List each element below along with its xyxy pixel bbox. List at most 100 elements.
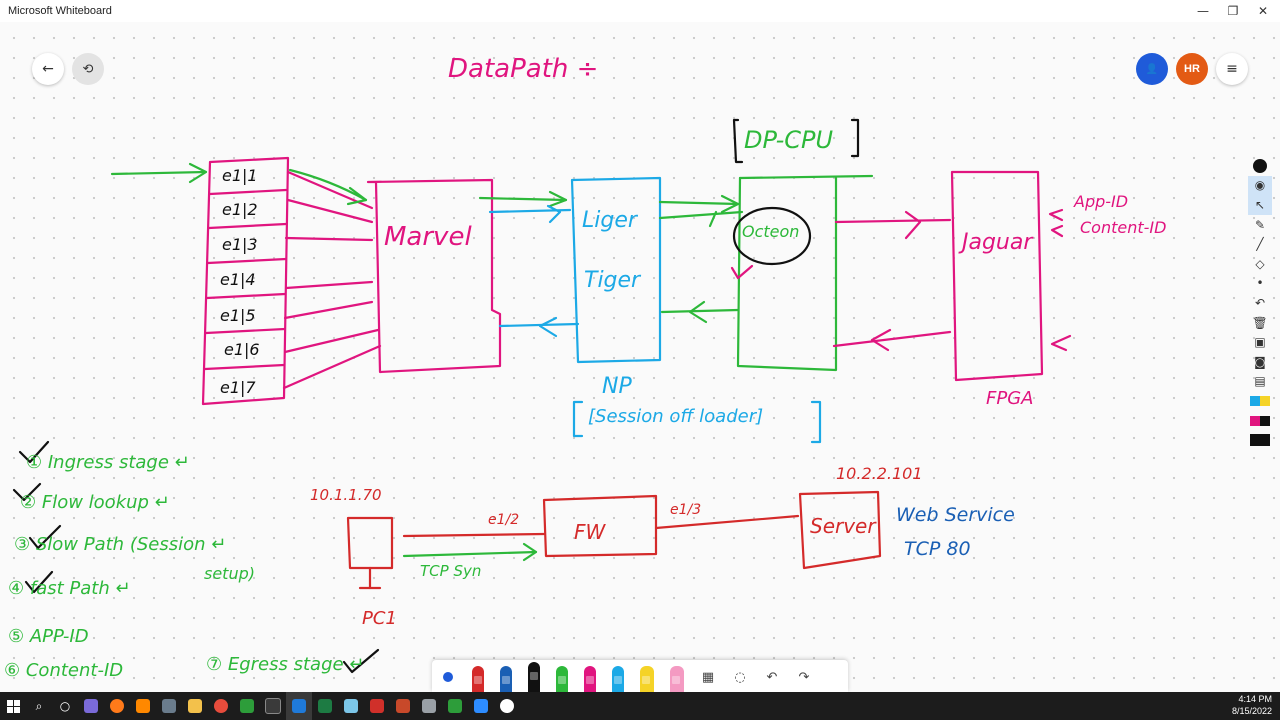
zoom-icon[interactable] xyxy=(468,692,494,720)
pink-pen-icon[interactable] xyxy=(584,666,596,692)
step-item: setup) xyxy=(204,564,255,583)
arrow-left-icon: ← xyxy=(42,61,54,77)
ink-layer xyxy=(12,118,1072,674)
whiteboard-icon: ⟲ xyxy=(82,61,94,77)
chrome-icon[interactable] xyxy=(208,692,234,720)
app-icon[interactable] xyxy=(156,692,182,720)
cyan-pen-icon[interactable] xyxy=(612,666,624,692)
whiteboard-canvas[interactable] xyxy=(0,22,1280,692)
board-title: DataPath ÷ xyxy=(448,54,599,84)
black-pen-icon[interactable] xyxy=(528,662,540,692)
color-black-icon[interactable] xyxy=(1248,411,1272,431)
window-title: Microsoft Whiteboard xyxy=(8,5,112,17)
session-offloader-label: [Session off loader] xyxy=(588,406,764,427)
acrobat-icon[interactable] xyxy=(364,692,390,720)
inking-toolbar: ▦ ◌ ↶ ↷ xyxy=(432,660,848,692)
person-icon: 👤 xyxy=(1145,63,1159,75)
pin-icon[interactable] xyxy=(1248,156,1272,176)
port-label: e1|4 xyxy=(220,270,256,289)
port-label: e1|7 xyxy=(220,378,256,397)
step-item: ⑥ Content-ID xyxy=(4,660,124,681)
pc-label: PC1 xyxy=(362,608,397,629)
stamp-icon[interactable]: ▣ xyxy=(1254,335,1266,350)
undo-icon[interactable]: ↶ xyxy=(1254,295,1266,310)
eraser-icon[interactable]: ◇ xyxy=(1255,256,1265,271)
web-service-label: Web Service xyxy=(896,504,1015,526)
invite-button[interactable]: 👤 xyxy=(1136,53,1168,85)
step-item: ① Ingress stage ↵ xyxy=(26,452,190,473)
pc-ip-label: 10.1.1.70 xyxy=(310,486,382,504)
ruler-icon[interactable]: ✎ xyxy=(1254,217,1266,232)
content-id-note: Content-ID xyxy=(1080,218,1167,237)
lasso-icon[interactable]: ◌ xyxy=(734,669,746,685)
excel-icon[interactable] xyxy=(312,692,338,720)
e1-2-label: e1/2 xyxy=(488,512,520,528)
settings-menu-button[interactable]: ≡ xyxy=(1216,53,1248,85)
powerpoint-icon[interactable] xyxy=(390,692,416,720)
app-icon[interactable] xyxy=(494,692,520,720)
ruler-icon[interactable]: ▦ xyxy=(701,669,715,685)
port-label: e1|5 xyxy=(220,306,256,325)
file-explorer-icon[interactable] xyxy=(182,692,208,720)
ink-to-shape-icon[interactable] xyxy=(436,662,460,692)
taskbar-clock[interactable]: 4:14 PM 8/15/2022 xyxy=(1232,693,1272,717)
camtasia-icon[interactable] xyxy=(442,692,468,720)
port-label: e1|3 xyxy=(222,235,258,254)
note-icon[interactable]: ▤ xyxy=(1254,374,1266,389)
maximize-button[interactable]: ❐ xyxy=(1227,4,1239,18)
dot-icon[interactable]: • xyxy=(1256,276,1264,291)
color-black-icon[interactable] xyxy=(1248,430,1272,450)
np-label: NP xyxy=(602,374,632,399)
undo-icon[interactable]: ↶ xyxy=(766,669,778,685)
task-view-icon[interactable]: ○ xyxy=(59,699,71,713)
step-item: ② Flow lookup ↵ xyxy=(20,492,170,513)
avatar[interactable]: HR xyxy=(1176,53,1208,85)
firefox-icon[interactable] xyxy=(104,692,130,720)
app-id-note: App-ID xyxy=(1074,192,1129,211)
tiger-label: Tiger xyxy=(584,268,641,293)
dp-cpu-label: DP-CPU xyxy=(744,126,834,154)
terminal-icon[interactable] xyxy=(260,692,286,720)
step-item: ⑦ Egress stage ↵ xyxy=(206,654,365,675)
title-bar: Microsoft Whiteboard — ❐ ✕ xyxy=(0,0,1280,22)
red-pen-icon[interactable] xyxy=(472,666,484,692)
taskbar: ⌕ ○ xyxy=(0,692,1280,720)
redo-icon[interactable]: ↷ xyxy=(798,669,810,685)
port-label: e1|2 xyxy=(222,200,258,219)
clock-time: 4:14 PM xyxy=(1238,694,1272,704)
avatar-initials: HR xyxy=(1184,63,1200,75)
app-icon[interactable] xyxy=(338,692,364,720)
color-swatch-icon[interactable] xyxy=(1248,391,1272,411)
step-item: ⑤ APP-ID xyxy=(8,626,89,647)
fw-label: FW xyxy=(574,520,606,544)
clock-date: 8/15/2022 xyxy=(1231,706,1272,716)
tcp-syn-label: TCP Syn xyxy=(420,562,482,580)
whiteboard-menu-button[interactable]: ⟲ xyxy=(72,53,104,85)
delete-icon[interactable]: 🗑 xyxy=(1252,315,1268,330)
whiteboard-app-icon[interactable] xyxy=(286,692,312,720)
pen-icon[interactable]: ╱ xyxy=(1256,237,1264,252)
camera-icon[interactable]: ◙ xyxy=(1254,354,1266,369)
jaguar-label: Jaguar xyxy=(962,230,1033,255)
close-button[interactable]: ✕ xyxy=(1257,4,1269,18)
minimize-button[interactable]: — xyxy=(1197,4,1209,18)
tcp-80-label: TCP 80 xyxy=(904,538,971,560)
vlc-icon[interactable] xyxy=(130,692,156,720)
server-label: Server xyxy=(810,514,876,538)
blue-pen-icon[interactable] xyxy=(500,666,512,692)
right-toolbar: ◉ ↖ ✎ ╱ ◇ • ↶ 🗑 ▣ ◙ ▤ xyxy=(1248,156,1272,452)
green-pen-icon[interactable] xyxy=(556,666,568,692)
yellow-highlighter-icon[interactable] xyxy=(640,666,654,692)
step-item: ③ Slow Path (Session ↵ xyxy=(14,534,227,555)
ports-block xyxy=(201,156,502,406)
search-icon[interactable]: ⌕ xyxy=(35,698,43,713)
windows-start-icon[interactable] xyxy=(0,692,26,720)
app-icon[interactable] xyxy=(78,692,104,720)
select-icon[interactable]: ↖ xyxy=(1248,195,1272,215)
back-button[interactable]: ← xyxy=(32,53,64,85)
eye-icon[interactable]: ◉ xyxy=(1248,175,1272,196)
app-icon[interactable] xyxy=(234,692,260,720)
app-icon[interactable] xyxy=(416,692,442,720)
pink-highlighter-icon[interactable] xyxy=(670,666,684,692)
server-ip-label: 10.2.2.101 xyxy=(836,464,923,483)
